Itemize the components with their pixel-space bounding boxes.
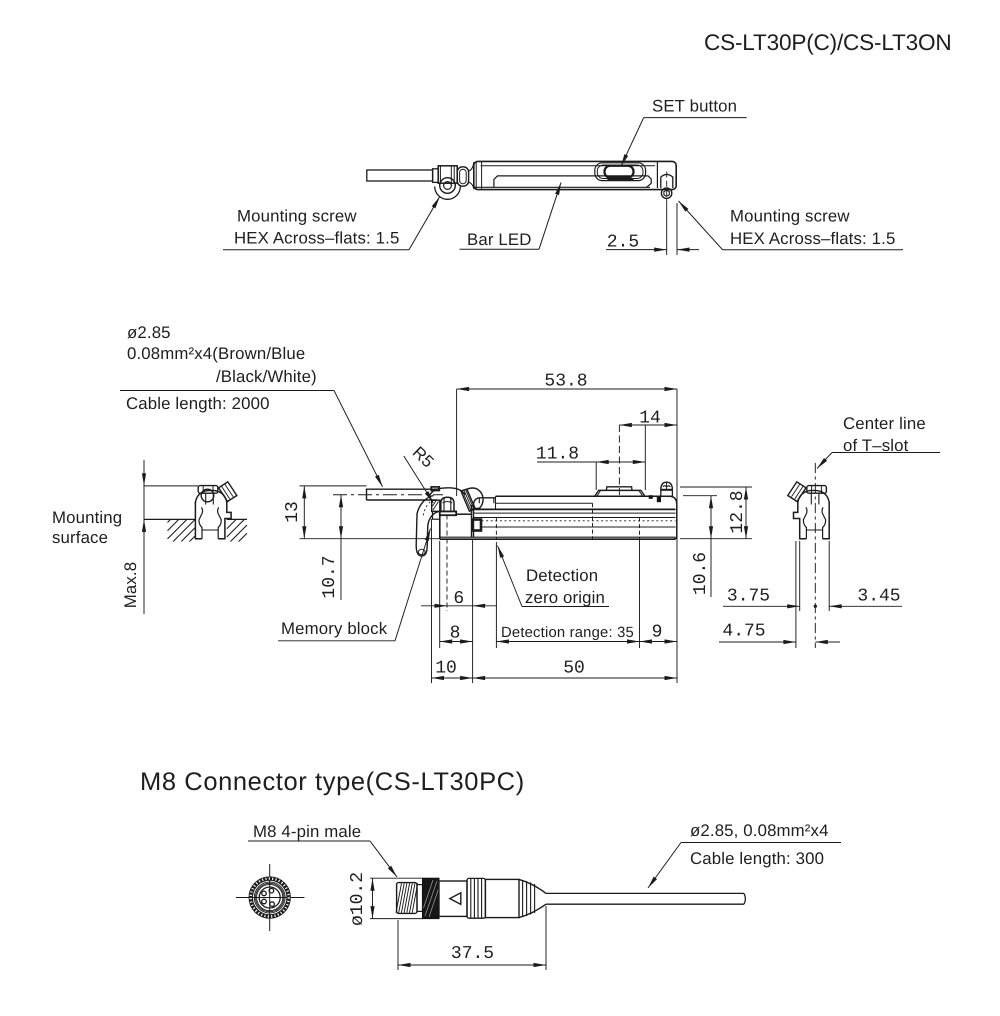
svg-text:Detection range: 35: Detection range: 35 (501, 625, 634, 641)
svg-text:SET button: SET button (652, 97, 737, 116)
svg-text:10: 10 (435, 659, 457, 679)
svg-text:HEX Across–flats: 1.5: HEX Across–flats: 1.5 (234, 228, 399, 247)
svg-text:CS-LT30P(C)/CS-LT3ON: CS-LT30P(C)/CS-LT3ON (704, 30, 952, 55)
svg-text:M8 4-pin male: M8 4-pin male (253, 822, 361, 841)
svg-text:Cable length: 2000: Cable length: 2000 (126, 394, 270, 413)
svg-text:ø2.85: ø2.85 (127, 323, 171, 342)
svg-text:of T–slot: of T–slot (843, 436, 909, 455)
svg-text:50: 50 (563, 659, 585, 679)
svg-text:11.8: 11.8 (536, 445, 579, 465)
svg-text:14: 14 (639, 409, 661, 429)
svg-text:Detection: Detection (526, 566, 598, 585)
svg-text:10.6: 10.6 (691, 552, 711, 595)
svg-text:Bar LED: Bar LED (467, 230, 531, 249)
svg-text:8: 8 (450, 624, 461, 644)
svg-text:4.75: 4.75 (722, 622, 765, 642)
svg-text:ø10.2: ø10.2 (348, 872, 368, 926)
svg-text:9: 9 (652, 623, 663, 643)
svg-text:Memory block: Memory block (281, 619, 388, 638)
svg-text:Max.8: Max.8 (121, 562, 140, 608)
svg-text:Cable length: 300: Cable length: 300 (690, 849, 824, 868)
svg-text:Center line: Center line (843, 414, 926, 433)
svg-text:6: 6 (453, 589, 464, 609)
svg-text:12.8: 12.8 (728, 490, 748, 533)
svg-text:M8 Connector type(CS-LT30PC): M8 Connector type(CS-LT30PC) (140, 768, 525, 796)
svg-text:53.8: 53.8 (544, 372, 587, 392)
svg-text:3.75: 3.75 (727, 587, 770, 607)
svg-text:2.5: 2.5 (607, 232, 639, 252)
svg-text:0.08mm²x4(Brown/Blue: 0.08mm²x4(Brown/Blue (127, 344, 305, 363)
svg-text:Mounting screw: Mounting screw (237, 206, 357, 225)
svg-text:zero origin: zero origin (525, 588, 605, 607)
svg-text:/Black/White): /Black/White) (216, 367, 317, 386)
svg-text:ø2.85, 0.08mm²x4: ø2.85, 0.08mm²x4 (690, 821, 829, 840)
svg-text:HEX Across–flats: 1.5: HEX Across–flats: 1.5 (730, 229, 895, 248)
svg-text:13: 13 (283, 501, 303, 523)
svg-text:10.7: 10.7 (320, 555, 340, 598)
svg-text:surface: surface (52, 528, 108, 547)
svg-text:Mounting: Mounting (52, 508, 122, 527)
svg-text:Mounting screw: Mounting screw (730, 206, 850, 225)
svg-text:37.5: 37.5 (451, 944, 494, 964)
svg-text:3.45: 3.45 (857, 587, 900, 607)
